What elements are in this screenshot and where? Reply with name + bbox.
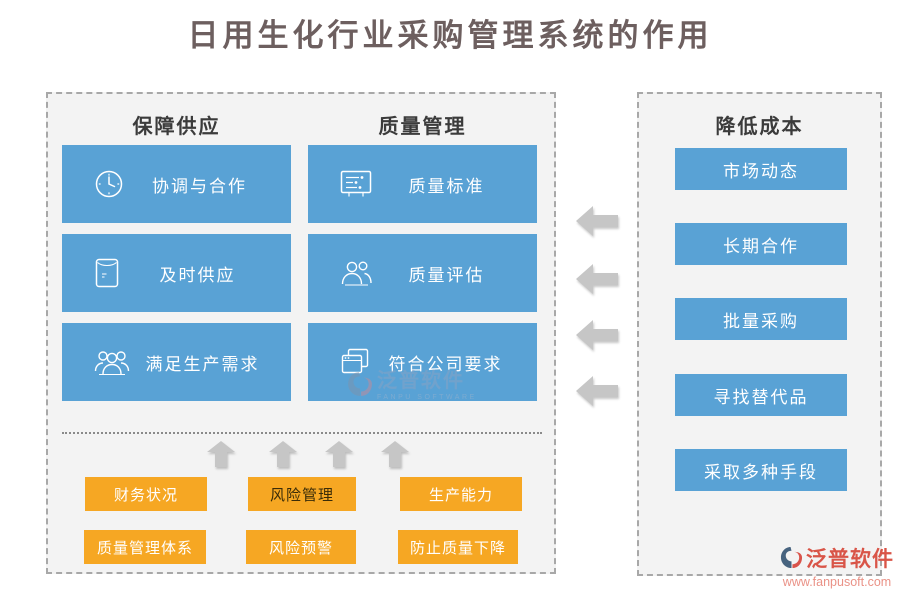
feature-label: 符合公司要求 [388,354,503,374]
feature-label: 及时供应 [159,265,236,285]
feature-label: 协调与合作 [152,176,247,196]
cost-box-bulk-purchasing: 批量采购 [675,298,847,340]
feature-label: 质量标准 [408,176,485,196]
watermark-brand: 泛普软件 [377,370,465,392]
left-arrow-icon [576,206,618,236]
factor-tag-risk-management: 风险管理 [248,477,356,511]
documents-icon [338,346,372,378]
left-arrow-icon [576,320,618,350]
corner-watermark: 泛普软件 www.fanpusoft.com [780,546,894,589]
column-header-cost: 降低成本 [715,116,804,138]
watermark-brand: 泛普软件 [806,547,894,572]
supply-quality-panel: 保障供应 质量管理 协调与合作 及时供应 [46,92,556,574]
feature-box-coordination: 协调与合作 [62,145,291,223]
people-icon [338,257,374,289]
left-arrow-icon [576,376,618,406]
up-arrow-icon [325,441,353,467]
column-header-quality: 质量管理 [378,116,467,138]
feature-label: 质量评估 [408,265,485,285]
cost-box-market-dynamics: 市场动态 [675,148,847,190]
feature-label: 满足生产需求 [145,354,260,374]
group-icon [92,346,132,378]
feature-box-quality-standard: 质量标准 [308,145,537,223]
factor-tag-quality-system: 质量管理体系 [84,530,206,564]
fanpu-logo-icon [780,546,803,574]
left-arrow-icon [576,264,618,294]
feature-box-company-requirements: 符合公司要求 [308,323,537,401]
factor-tag-finance: 财务状况 [85,477,207,511]
feature-box-production-needs: 满足生产需求 [62,323,291,401]
factor-tag-risk-warning: 风险预警 [246,530,356,564]
feature-box-timely-supply: 及时供应 [62,234,291,312]
up-arrow-icon [207,441,235,467]
cost-reduction-panel: 降低成本 市场动态 长期合作 批量采购 寻找替代品 采取多种手段 [637,92,882,576]
factor-tag-production-capacity: 生产能力 [400,477,522,511]
package-icon [92,255,122,291]
cost-box-multiple-measures: 采取多种手段 [675,449,847,491]
watermark-url: www.fanpusoft.com [782,575,892,589]
feature-box-quality-assessment: 质量评估 [308,234,537,312]
watermark-brand-en: FANPU SOFTWARE [377,394,477,401]
clock-icon [92,167,126,201]
up-arrow-icon [381,441,409,467]
factor-tag-prevent-quality-drop: 防止质量下降 [398,530,518,564]
cost-box-long-term-cooperation: 长期合作 [675,223,847,265]
up-arrow-icon [269,441,297,467]
cost-box-find-substitutes: 寻找替代品 [675,374,847,416]
column-header-supply: 保障供应 [132,116,221,138]
fanpu-logo-icon [347,371,373,402]
checklist-icon [338,168,374,200]
center-watermark: 泛普软件 FANPU SOFTWARE [347,371,477,402]
page-title: 日用生化行业采购管理系统的作用 [187,18,713,53]
dashed-divider [62,432,542,434]
